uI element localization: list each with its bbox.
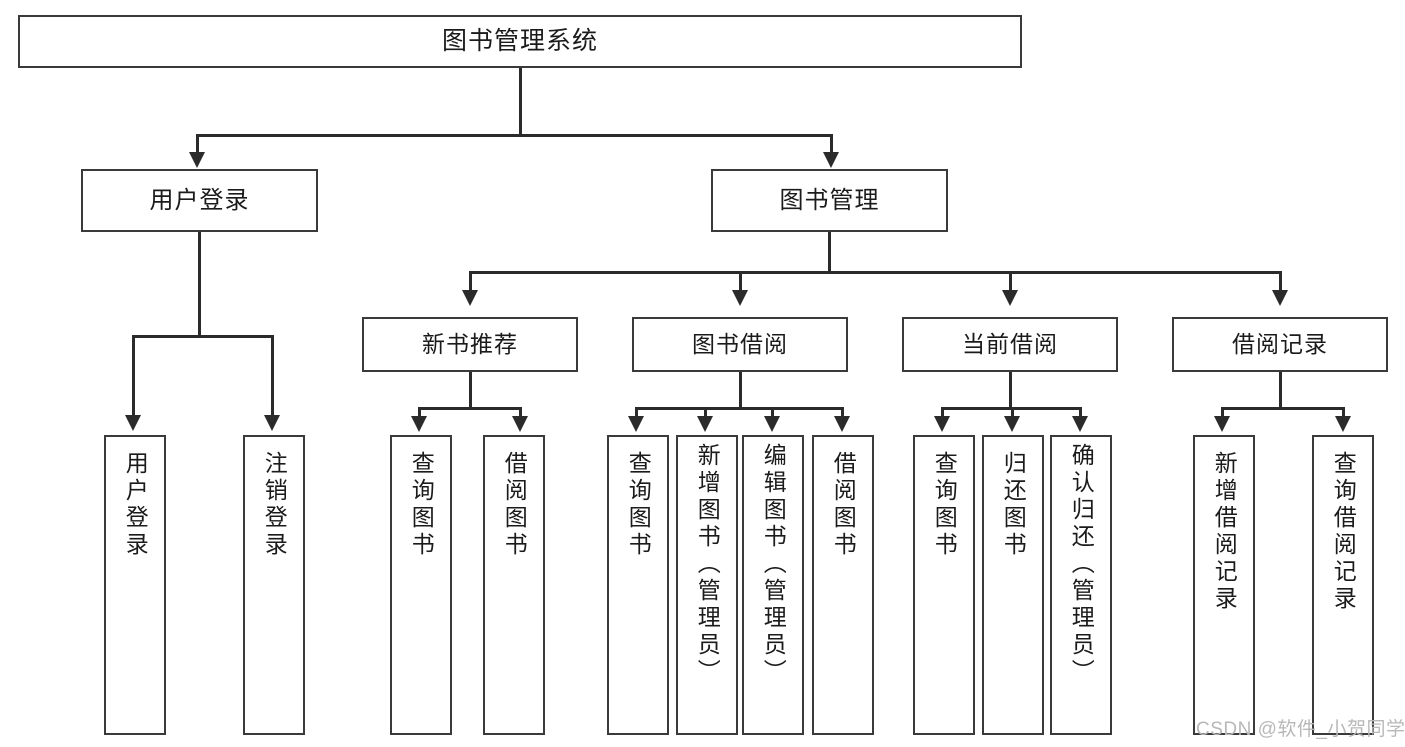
arrow-leaf-borrow-book-2 (834, 416, 850, 432)
connector-borrow-record-bus (1222, 407, 1344, 410)
leaf-logout-login[interactable]: 注销登录 (243, 435, 305, 735)
connector-drop-leaf-logout-login (271, 335, 274, 418)
connector-drop-leaf-query-record (1342, 407, 1345, 419)
connector-drop-book-manage (830, 134, 833, 156)
connector-drop-leaf-query-book-2 (635, 407, 638, 419)
arrow-new-book-recommend (462, 290, 478, 306)
arrow-leaf-logout-login (264, 415, 280, 431)
leaf-return-book[interactable]: 归还图书 (982, 435, 1044, 735)
connector-drop-leaf-user-login (132, 335, 135, 418)
connector-drop-leaf-borrow-book-1 (519, 407, 522, 419)
connector-drop-leaf-return-book (1011, 407, 1014, 419)
leaf-query-book-3[interactable]: 查询图书 (913, 435, 975, 735)
connector-drop-leaf-confirm-return (1079, 407, 1082, 419)
connector-drop-borrow-record (1279, 271, 1282, 293)
leaf-query-borrow-record[interactable]: 查询借阅记录 (1312, 435, 1374, 735)
connector-drop-leaf-query-book-3 (941, 407, 944, 419)
connector-drop-user-login (196, 134, 199, 156)
leaf-query-book-2[interactable]: 查询图书 (607, 435, 669, 735)
connector-new-book-stem (469, 372, 472, 408)
connector-drop-book-borrow (739, 271, 742, 293)
arrow-leaf-borrow-book-1 (512, 416, 528, 432)
node-borrow-record[interactable]: 借阅记录 (1172, 317, 1388, 372)
connector-borrow-record-stem (1279, 372, 1282, 408)
connector-book-manage-stem (828, 232, 831, 272)
arrow-leaf-return-book (1004, 416, 1020, 432)
arrow-leaf-query-book-2 (628, 416, 644, 432)
leaf-query-book-1[interactable]: 查询图书 (390, 435, 452, 735)
connector-user-login-bus (133, 335, 273, 338)
node-new-book-recommend[interactable]: 新书推荐 (362, 317, 578, 372)
connector-drop-leaf-add-record (1221, 407, 1224, 419)
arrow-book-manage (823, 152, 839, 168)
connector-new-book-bus (419, 407, 521, 410)
node-book-management[interactable]: 图书管理 (711, 169, 948, 232)
node-user-login[interactable]: 用户登录 (81, 169, 318, 232)
arrow-book-borrow (732, 290, 748, 306)
connector-current-borrow-stem (1009, 372, 1012, 408)
leaf-borrow-book-2[interactable]: 借阅图书 (812, 435, 874, 735)
arrow-leaf-edit-book (764, 416, 780, 432)
arrow-leaf-add-record (1214, 416, 1230, 432)
leaf-add-book-admin[interactable]: 新增图书（管理员） (676, 435, 738, 735)
arrow-leaf-query-book-3 (934, 416, 950, 432)
connector-user-login-stem (198, 232, 201, 336)
connector-book-borrow-bus (636, 407, 844, 410)
arrow-leaf-query-record (1335, 416, 1351, 432)
arrow-leaf-add-book (697, 416, 713, 432)
connector-book-borrow-stem (739, 372, 742, 408)
leaf-add-borrow-record[interactable]: 新增借阅记录 (1193, 435, 1255, 735)
leaf-borrow-book-1[interactable]: 借阅图书 (483, 435, 545, 735)
arrow-current-borrow (1002, 290, 1018, 306)
arrow-leaf-query-book-1 (411, 416, 427, 432)
connector-drop-leaf-add-book (704, 407, 707, 419)
connector-root-stem (519, 68, 522, 135)
connector-drop-leaf-borrow-book-2 (841, 407, 844, 419)
connector-level2-bus (197, 134, 833, 137)
leaf-confirm-return-admin[interactable]: 确认归还（管理员） (1050, 435, 1112, 735)
leaf-user-login[interactable]: 用户登录 (104, 435, 166, 735)
node-root-book-management-system[interactable]: 图书管理系统 (18, 15, 1022, 68)
connector-drop-current-borrow (1009, 271, 1012, 293)
arrow-user-login (189, 152, 205, 168)
arrow-leaf-confirm-return (1072, 416, 1088, 432)
connector-level3-bus (470, 271, 1282, 274)
leaf-edit-book-admin[interactable]: 编辑图书（管理员） (742, 435, 804, 735)
node-current-borrow[interactable]: 当前借阅 (902, 317, 1118, 372)
node-book-borrow[interactable]: 图书借阅 (632, 317, 848, 372)
connector-drop-new-book (469, 271, 472, 293)
connector-drop-leaf-query-book-1 (418, 407, 421, 419)
arrow-leaf-user-login (125, 415, 141, 431)
arrow-borrow-record (1272, 290, 1288, 306)
connector-drop-leaf-edit-book (771, 407, 774, 419)
